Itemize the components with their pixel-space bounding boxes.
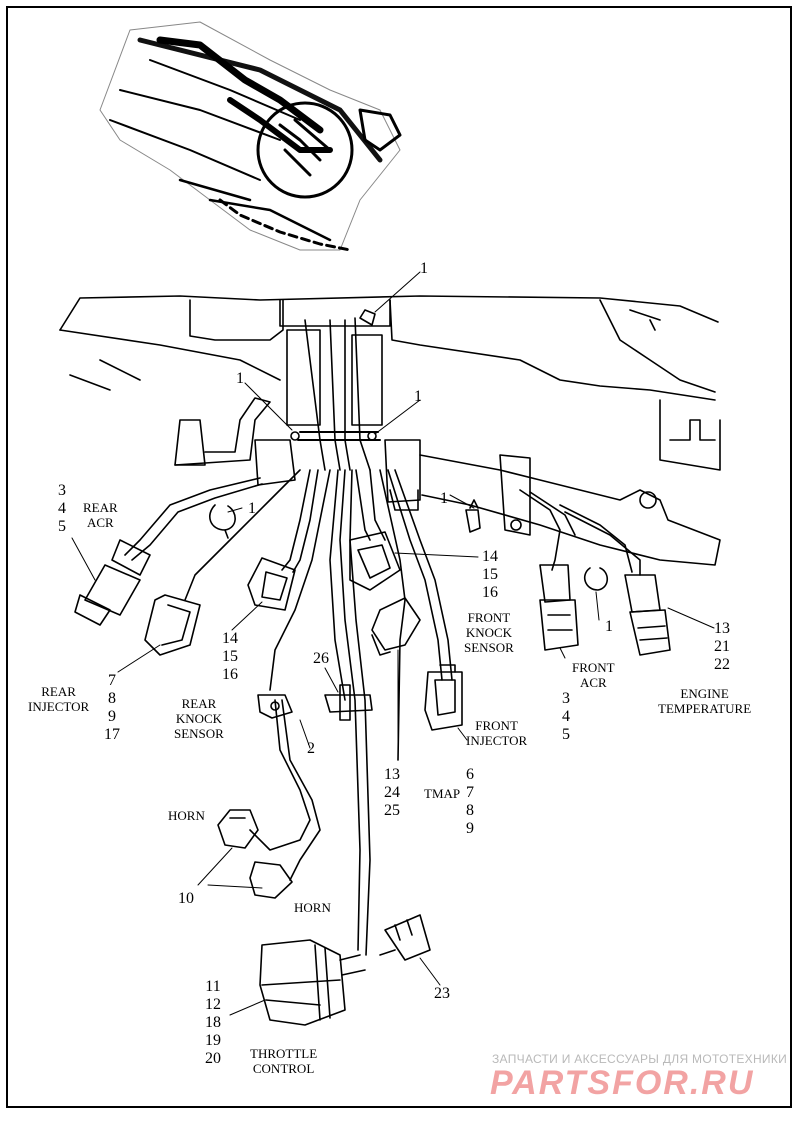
callout-26: 26 — [313, 650, 329, 667]
callout-23: 23 — [434, 985, 450, 1002]
bolt-1 — [465, 499, 481, 533]
clamp-loop-left — [209, 504, 236, 539]
label-horn-upper: HORN — [168, 808, 205, 823]
tmap-connector — [371, 597, 421, 656]
wiring-runs — [124, 469, 641, 956]
relay-23 — [379, 914, 431, 961]
inset-detail-circle — [256, 101, 354, 199]
front-acr-connector — [539, 564, 579, 651]
fastener-26 — [324, 684, 373, 721]
horn-connector-upper — [217, 809, 259, 849]
harness-trunk — [286, 309, 383, 471]
clamp-loop-right — [583, 567, 609, 591]
front-injector-connector — [424, 664, 463, 731]
label-horn-lower: HORN — [294, 900, 331, 915]
engine-temperature-connector — [624, 574, 671, 656]
watermark-logo: PARTSFOR.RU — [490, 1064, 755, 1102]
inset-motorcycle-view — [99, 21, 402, 252]
connectors — [74, 499, 671, 1026]
callout-1-left-clip: 1 — [236, 370, 244, 387]
horn-connector-lower — [249, 861, 293, 899]
throttle-control-connector — [259, 939, 366, 1026]
leader-lines — [71, 271, 715, 1016]
rear-acr-connector — [74, 539, 151, 626]
rear-knock-connector — [247, 557, 296, 611]
frame-rail — [59, 295, 721, 471]
front-knock-connector-upper — [349, 531, 401, 591]
label-tmap: TMAP — [424, 786, 461, 801]
callout-2: 2 — [307, 740, 315, 757]
clamp-2 — [257, 694, 293, 719]
callout-10: 10 — [178, 890, 194, 907]
watermark-tagline: ЗАПЧАСТИ И АКСЕССУАРЫ ДЛЯ МОТОТЕХНИКИ — [492, 1052, 788, 1066]
diagram-frame — [6, 6, 792, 1108]
rear-injector-connector — [144, 594, 201, 656]
callout-1-bolt: 1 — [440, 490, 448, 507]
mounting-bracket — [174, 397, 721, 566]
callout-1-right-clip: 1 — [414, 388, 422, 405]
callout-1-loop-clamp: 1 — [248, 500, 256, 517]
callout-1-top: 1 — [420, 260, 428, 277]
callout-1-front-clip: 1 — [605, 618, 613, 635]
